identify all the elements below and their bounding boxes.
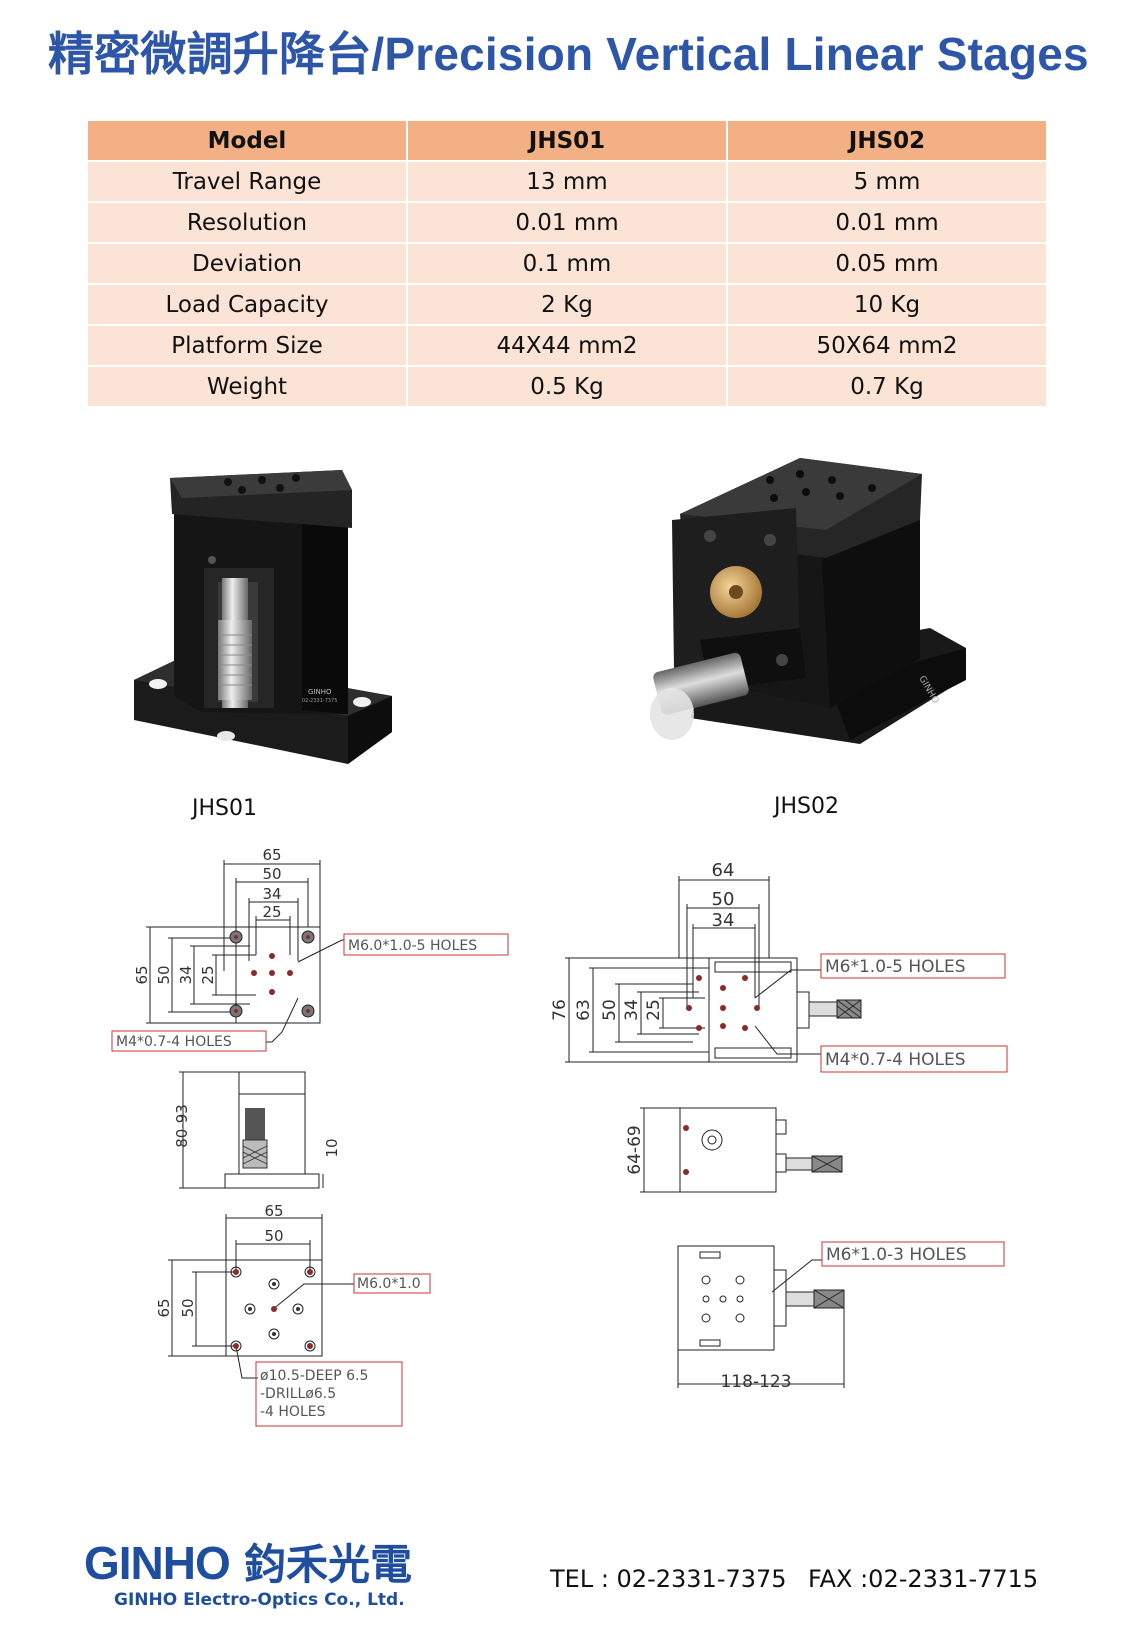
cell-jhs01: 0.1 mm	[406, 242, 728, 285]
jhs02-product-photo: GINHO	[650, 458, 966, 744]
jhs01-m6-callout: M6.0*1.0-5 HOLES	[348, 938, 477, 954]
jhs01-m4-callout: M4*0.7-4 HOLES	[116, 1034, 232, 1050]
jhs01-label: JHS01	[192, 796, 257, 821]
logo-brand-latin: GINHO	[84, 1537, 230, 1589]
jhs02-top-vdim-34: 34	[622, 999, 642, 1021]
jhs02-m6-callout: M6*1.0-5 HOLES	[825, 957, 966, 977]
cell-jhs02: 10 Kg	[726, 283, 1048, 326]
logo-brand-cjk: 鈞禾光電	[244, 1540, 412, 1589]
jhs02-bottom-view-drawing: M6*1.0-3 HOLES 118-123	[677, 1241, 1005, 1392]
header-jhs01: JHS01	[406, 119, 728, 162]
table-row: Load Capacity 2 Kg 10 Kg	[86, 283, 1048, 326]
cell-jhs02: 0.01 mm	[726, 201, 1048, 244]
cell-jhs02: 0.05 mm	[726, 242, 1048, 285]
row-label: Deviation	[86, 242, 408, 285]
ginho-logo: GINHO 鈞禾光電 GINHO Electro-Optics Co., Ltd…	[84, 1537, 412, 1610]
jhs02-top-dim-50: 50	[712, 889, 735, 910]
table-row: Deviation 0.1 mm 0.05 mm	[86, 242, 1048, 285]
jhs01-top-view-drawing: 65 50 34 25 65 50 34 25 M6.0*1.0-5 HOLES…	[111, 846, 509, 1052]
jhs01-engraving-phone: 02-2331-7375	[302, 698, 337, 704]
cell-jhs01: 0.01 mm	[406, 201, 728, 244]
table-header-row: Model JHS01 JHS02	[86, 119, 1048, 162]
footer-fax: FAX :02-2331-7715	[808, 1565, 1039, 1593]
header-model: Model	[86, 119, 408, 162]
table-row: Weight 0.5 Kg 0.7 Kg	[86, 365, 1048, 408]
jhs02-side-vdim-height: 64-69	[625, 1125, 645, 1174]
jhs02-top-view-drawing: 64 50 34 76 63 50 34 25 M6*1.0-5 HOLES M…	[550, 860, 1008, 1073]
jhs01-bottom-view-drawing: 65 50 65 50 M6.0*1.0 ø10.5-DEEP 6.5 -DRI…	[155, 1202, 431, 1427]
spec-table: Model JHS01 JHS02 Travel Range 13 mm 5 m…	[86, 119, 1048, 408]
jhs01-side-view-drawing: 80-93 10	[173, 1071, 341, 1189]
jhs01-top-dim-50: 50	[262, 865, 281, 883]
jhs01-bottom-dim-50: 50	[264, 1227, 283, 1245]
jhs01-top-dim-65: 65	[262, 846, 281, 864]
cell-jhs02: 5 mm	[726, 160, 1048, 203]
header-jhs02: JHS02	[726, 119, 1048, 162]
row-label: Platform Size	[86, 324, 408, 367]
jhs01-top-dim-34: 34	[262, 885, 281, 903]
jhs01-bottom-callout-line2: -DRILLø6.5	[260, 1386, 336, 1402]
table-row: Resolution 0.01 mm 0.01 mm	[86, 201, 1048, 244]
table-row: Travel Range 13 mm 5 mm	[86, 160, 1048, 203]
jhs01-engraving-brand: GINHO	[308, 688, 332, 696]
row-label: Resolution	[86, 201, 408, 244]
table-row: Platform Size 44X44 mm2 50X64 mm2	[86, 324, 1048, 367]
jhs02-label: JHS02	[774, 794, 839, 819]
cell-jhs02: 50X64 mm2	[726, 324, 1048, 367]
jhs01-bottom-vdim-65: 65	[155, 1298, 173, 1317]
jhs01-side-vdim-10: 10	[323, 1138, 341, 1157]
jhs01-side-vdim-height: 80-93	[173, 1104, 191, 1148]
page-title: 精密微調升降台/Precision Vertical Linear Stages	[48, 28, 1089, 80]
jhs01-bottom-vdim-50: 50	[179, 1298, 197, 1317]
jhs01-top-vdim-50: 50	[155, 965, 173, 984]
row-label: Travel Range	[86, 160, 408, 203]
jhs02-m4-callout: M4*0.7-4 HOLES	[825, 1050, 966, 1070]
jhs01-bottom-callout-line1: ø10.5-DEEP 6.5	[260, 1368, 368, 1384]
jhs01-top-dim-25: 25	[262, 903, 281, 921]
jhs02-side-view-drawing: 64-69	[625, 1107, 843, 1193]
cell-jhs02: 0.7 Kg	[726, 365, 1048, 408]
jhs02-top-vdim-25: 25	[644, 999, 664, 1021]
jhs01-top-vdim-25: 25	[199, 965, 217, 984]
jhs02-top-vdim-76: 76	[550, 999, 570, 1021]
jhs01-top-vdim-65: 65	[133, 965, 151, 984]
jhs02-bottom-dim-width: 118-123	[720, 1372, 791, 1392]
jhs02-top-dim-34: 34	[712, 910, 735, 931]
cell-jhs01: 0.5 Kg	[406, 365, 728, 408]
jhs01-product-photo: GINHO 02-2331-7375	[134, 470, 392, 764]
cell-jhs01: 44X44 mm2	[406, 324, 728, 367]
row-label: Weight	[86, 365, 408, 408]
jhs02-top-vdim-63: 63	[574, 999, 594, 1021]
cell-jhs01: 2 Kg	[406, 283, 728, 326]
jhs01-bottom-dim-65: 65	[264, 1202, 283, 1220]
jhs02-bottom-m6-callout: M6*1.0-3 HOLES	[826, 1245, 967, 1265]
jhs02-top-vdim-50: 50	[600, 999, 620, 1021]
footer-tel: TEL : 02-2331-7375	[550, 1565, 787, 1593]
company-name: GINHO Electro-Optics Co., Ltd.	[114, 1590, 405, 1610]
jhs01-bottom-m6-callout: M6.0*1.0	[357, 1276, 421, 1292]
jhs02-top-dim-64: 64	[712, 860, 735, 881]
jhs01-bottom-callout-line3: -4 HOLES	[260, 1404, 326, 1420]
cell-jhs01: 13 mm	[406, 160, 728, 203]
jhs01-top-vdim-34: 34	[177, 965, 195, 984]
row-label: Load Capacity	[86, 283, 408, 326]
